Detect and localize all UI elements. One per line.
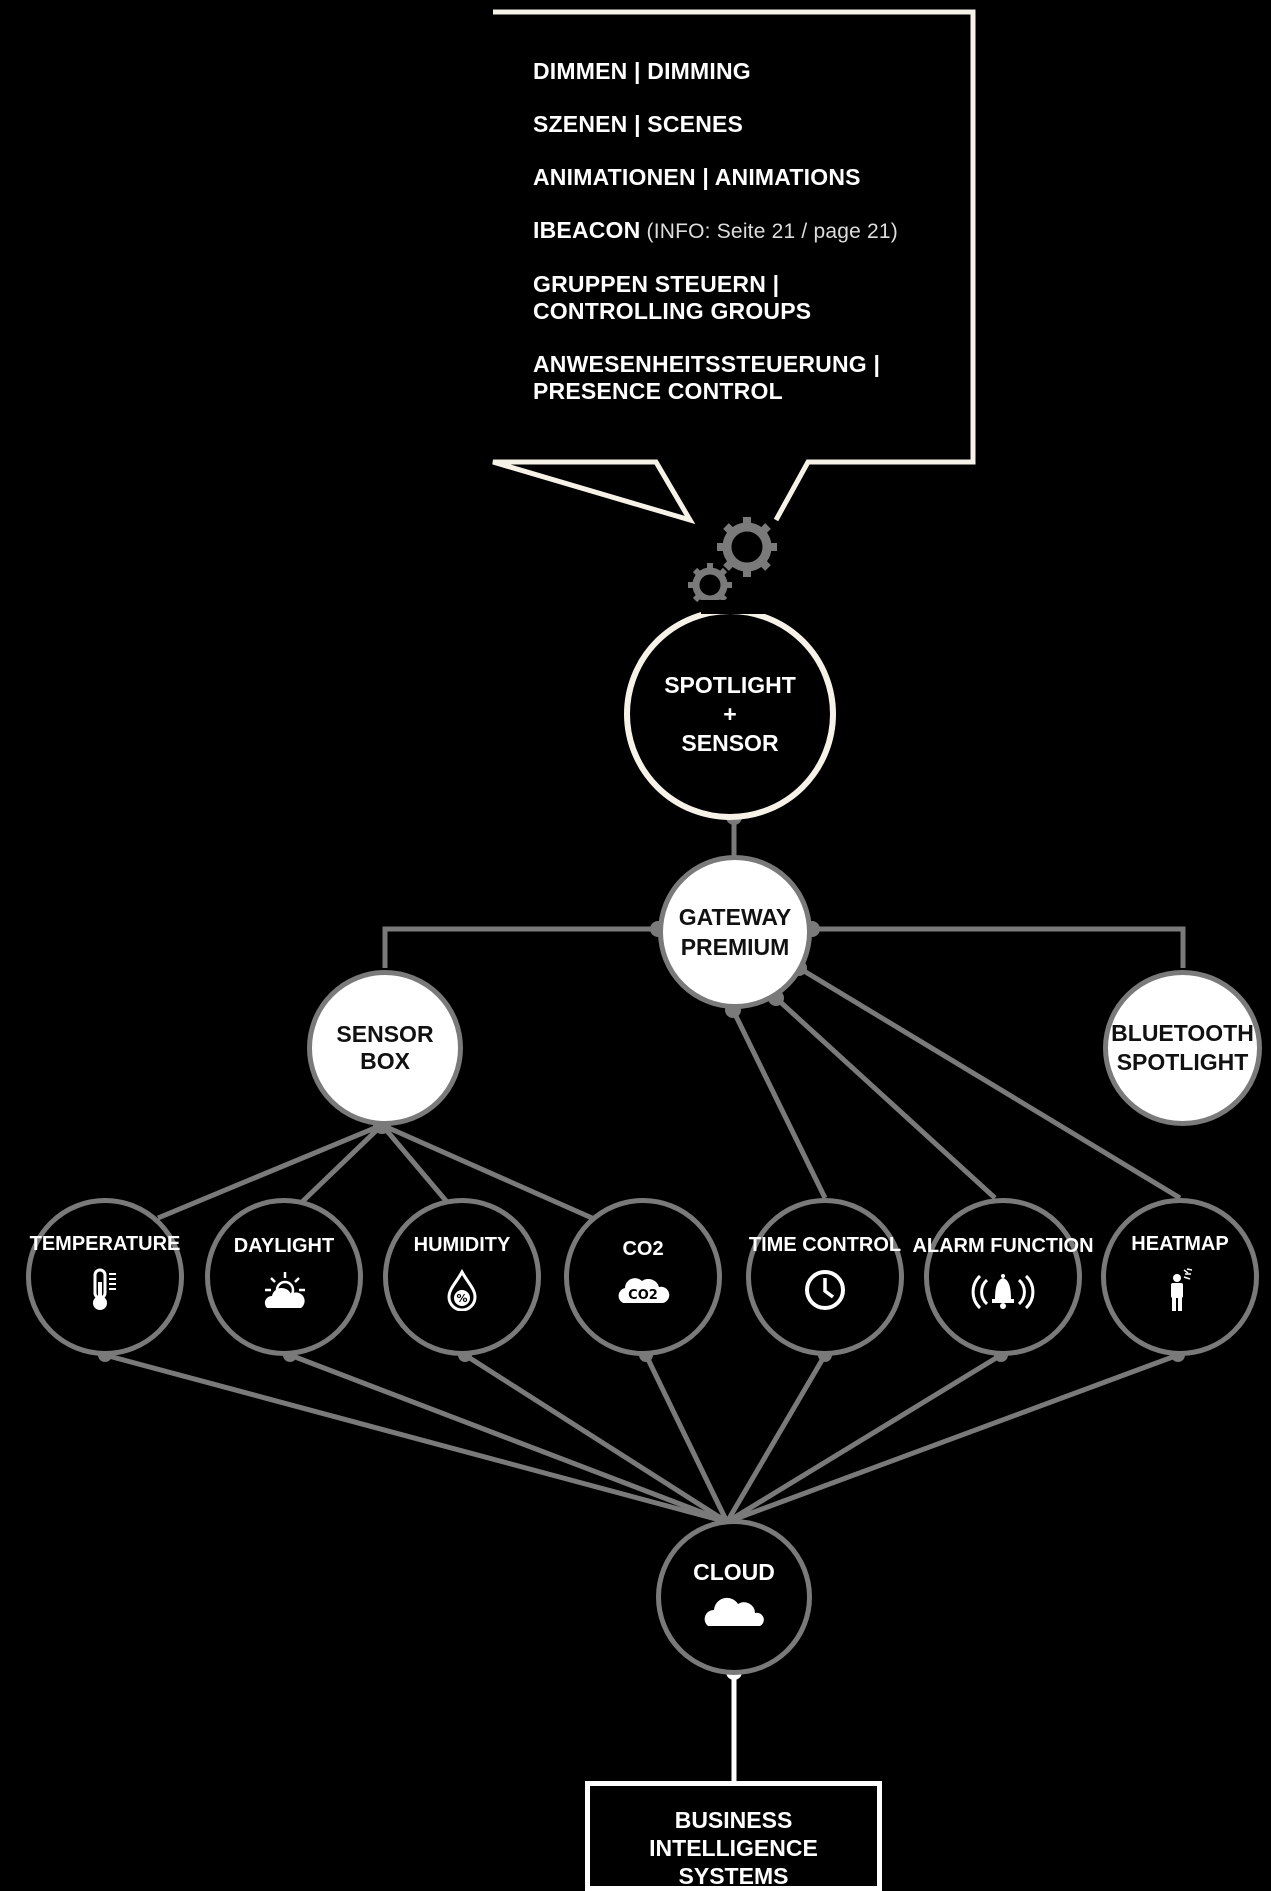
feature-item-groups: GRUPPEN STEUERN |CONTROLLING GROUPS — [533, 271, 812, 324]
gateway-label: GATEWAY — [678, 904, 792, 930]
time-control-node: TIME CONTROL — [746, 1198, 904, 1356]
bluetooth-spotlight-node: BLUETOOTH SPOTLIGHT — [1103, 970, 1262, 1126]
svg-text:%: % — [456, 1292, 467, 1305]
heatmap-label: HEATMAP — [1131, 1232, 1229, 1255]
feature-item-presence: ANWESENHEITSSTEUERUNG |PRESENCE CONTROL — [533, 351, 881, 404]
co2-cloud-icon: CO2 — [618, 1277, 670, 1303]
clock-icon — [805, 1269, 845, 1310]
feature-list: DIMMEN | DIMMING SZENEN | SCENES ANIMATI… — [533, 58, 933, 431]
thermometer-icon — [93, 1268, 116, 1310]
plus-label: + — [723, 700, 737, 727]
co2-label: CO2 — [622, 1237, 664, 1260]
feature-item-ibeacon: IBEACON (INFO: Seite 21 / page 21) — [533, 217, 898, 243]
co2-node: CO2 CO2 — [564, 1198, 722, 1356]
ibeacon-info: (INFO: Seite 21 / page 21) — [640, 220, 898, 243]
temperature-node: TEMPERATURE — [26, 1198, 184, 1356]
sun-cloud-icon — [264, 1271, 305, 1308]
feature-item-scenes: SZENEN | SCENES — [533, 111, 744, 137]
premium-label: PREMIUM — [680, 934, 790, 960]
sensor-box-label: SENSOR BOX — [336, 1021, 434, 1074]
temperature-label: TEMPERATURE — [29, 1232, 181, 1255]
humidity-drop-icon: % — [447, 1268, 477, 1311]
callout-box — [492, 9, 976, 525]
co2-icon-text: CO2 — [628, 1288, 658, 1303]
alarm-function-node: ALARM FUNCTION — [912, 1198, 1094, 1356]
sensor-box-node: SENSOR BOX — [307, 970, 463, 1126]
cloud-label: CLOUD — [693, 1558, 775, 1585]
feature-item-animations: ANIMATIONEN | ANIMATIONS — [533, 164, 861, 190]
time-control-label: TIME CONTROL — [748, 1233, 902, 1256]
alarm-bell-icon — [971, 1273, 1035, 1309]
feature-item-dimming: DIMMEN | DIMMING — [533, 58, 751, 84]
gateway-premium-node: GATEWAY PREMIUM — [658, 855, 812, 1009]
cloud-icon — [704, 1597, 764, 1626]
alarm-function-label: ALARM FUNCTION — [912, 1234, 1094, 1257]
gears-icon — [688, 517, 777, 607]
bluetooth-spotlight-label: SPOTLIGHT — [1116, 1049, 1249, 1075]
heatmap-node: HEATMAP — [1101, 1198, 1259, 1356]
spotlight-sensor-node: SPOTLIGHT + SENSOR — [624, 608, 836, 820]
daylight-node: DAYLIGHT — [205, 1198, 363, 1356]
ring-gap — [701, 600, 765, 614]
daylight-label: DAYLIGHT — [233, 1234, 335, 1257]
humidity-node: HUMIDITY % — [383, 1198, 541, 1356]
spotlight-label: SPOTLIGHT — [664, 671, 796, 698]
sensor-label: SENSOR — [681, 729, 779, 756]
business-intelligence-box: BUSINESS INTELLIGENCE SYSTEMS — [585, 1781, 882, 1891]
humidity-label: HUMIDITY — [413, 1233, 511, 1256]
systems-label: SYSTEMS — [678, 1863, 789, 1889]
cloud-node: CLOUD — [656, 1519, 812, 1675]
business-intelligence-label: BUSINESS INTELLIGENCE — [649, 1807, 818, 1861]
bluetooth-label: BLUETOOTH — [1111, 1020, 1254, 1046]
person-heat-icon — [1171, 1267, 1193, 1311]
